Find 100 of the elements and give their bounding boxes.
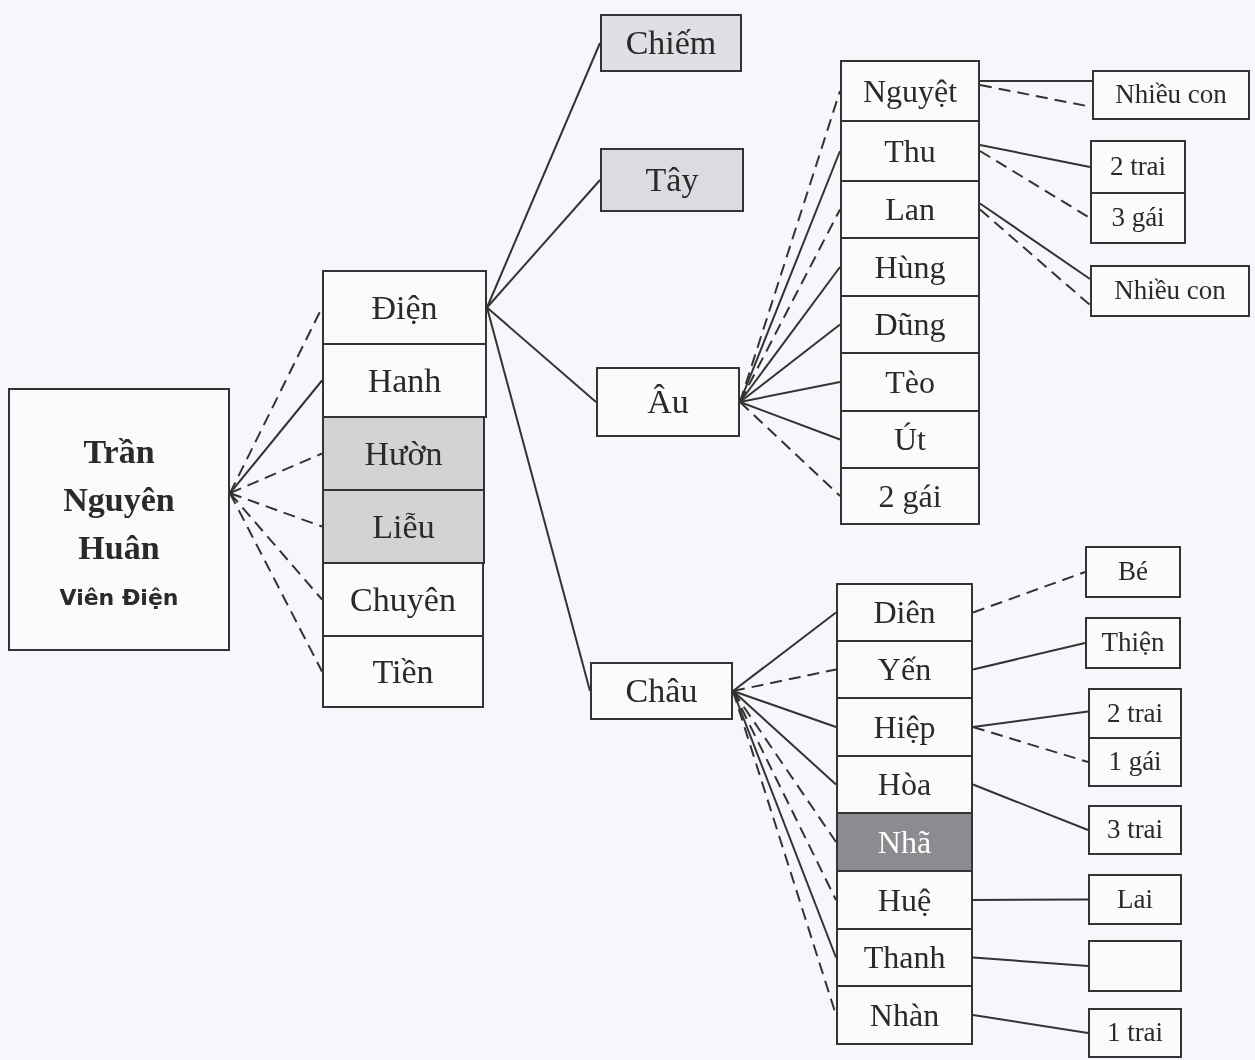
person-box — [1090, 192, 1186, 244]
person-box — [1085, 617, 1181, 669]
person-box — [836, 697, 973, 757]
person-name: Yến — [877, 651, 932, 688]
person-box — [840, 120, 980, 182]
person-box — [840, 295, 980, 354]
connector-line — [979, 208, 1091, 306]
person-name: 3 trai — [1106, 814, 1164, 846]
person-name: Chiếm — [625, 23, 717, 63]
person-name: Hiệp — [873, 708, 936, 746]
connector-line — [229, 492, 323, 601]
person-box — [836, 928, 973, 987]
person-name: Âu — [647, 382, 689, 422]
person-name: Nhiều con — [1115, 79, 1227, 111]
person-name: Trần Nguyên Huân — [62, 432, 176, 568]
connector-line — [979, 150, 1091, 219]
person-name: Chuyên — [350, 579, 456, 620]
person-name: 2 trai — [1106, 697, 1164, 729]
person-box — [322, 343, 487, 418]
connector-line — [972, 783, 1089, 831]
person-name: Tiền — [372, 651, 434, 692]
person-name: Hòa — [877, 766, 932, 803]
person-box — [600, 148, 744, 212]
person-name: 1 trai — [1106, 1017, 1164, 1049]
person-box — [322, 489, 485, 564]
person-box — [836, 640, 973, 699]
person-name: Nhã — [877, 823, 932, 861]
person-name: 2 gái — [878, 477, 942, 515]
person-box — [600, 14, 742, 72]
connector-line — [739, 401, 841, 497]
connector-line — [229, 379, 323, 495]
person-box — [1088, 688, 1182, 739]
person-name: Thu — [884, 132, 936, 170]
place-name: Viên Điện — [59, 585, 179, 611]
person-name: Liễu — [372, 506, 435, 547]
connector-line — [972, 956, 1089, 967]
person-name: Tây — [645, 160, 699, 200]
person-box — [840, 410, 980, 469]
connector-line — [732, 668, 837, 692]
person-box — [836, 985, 973, 1045]
person-box — [322, 562, 484, 637]
person-box — [840, 60, 980, 122]
connector-line — [732, 690, 837, 786]
person-name: Hùng — [874, 248, 946, 286]
connector-line — [739, 323, 841, 403]
connector-line — [979, 144, 1091, 168]
person-box — [836, 755, 973, 814]
person-box — [1090, 140, 1186, 194]
person-name: Nhàn — [869, 996, 940, 1034]
root-person-box — [8, 388, 230, 651]
connector-line — [229, 492, 323, 528]
connector-line — [972, 571, 1086, 614]
person-name: Dũng — [874, 306, 946, 343]
person-box — [836, 812, 973, 872]
person-name: Châu — [625, 671, 698, 711]
person-box — [840, 352, 980, 412]
person-name: Bé — [1118, 556, 1148, 588]
person-box — [1088, 805, 1182, 855]
person-box — [596, 367, 740, 437]
person-name: Lai — [1117, 883, 1153, 915]
person-name: 1 gái — [1108, 746, 1162, 778]
person-name: Diên — [873, 594, 936, 631]
connector-line — [739, 381, 841, 403]
person-name: Nguyệt — [862, 72, 958, 110]
connector-line — [732, 690, 837, 728]
empty-box — [1088, 940, 1182, 992]
connector-line — [972, 726, 1089, 763]
person-box — [1085, 546, 1181, 598]
person-name: Út — [894, 421, 926, 458]
person-box — [322, 416, 485, 491]
person-name: Thiện — [1101, 627, 1165, 659]
connector-line — [486, 306, 597, 403]
person-box — [1088, 1008, 1182, 1058]
person-name: 3 gái — [1111, 202, 1165, 234]
person-box — [836, 870, 973, 930]
person-name: Thanh — [863, 939, 946, 976]
connector-line — [979, 202, 1091, 280]
person-box — [322, 635, 484, 708]
connector-line — [732, 611, 837, 692]
person-name: Huệ — [877, 881, 932, 919]
connector-line — [486, 179, 601, 309]
person-box — [590, 662, 733, 720]
person-name: Hanh — [367, 360, 442, 401]
person-box — [322, 270, 487, 345]
connector-line — [739, 401, 841, 441]
person-box — [840, 180, 980, 239]
person-box — [1088, 737, 1182, 787]
connector-line — [972, 710, 1089, 728]
person-box — [1090, 265, 1250, 317]
person-name: Nhiều con — [1114, 275, 1226, 307]
connector-line — [229, 452, 323, 495]
person-box — [840, 237, 980, 297]
person-name: Hườn — [364, 433, 443, 474]
person-name: Lan — [885, 191, 935, 228]
person-box — [1092, 70, 1250, 120]
connector-line — [972, 1014, 1089, 1034]
person-box — [836, 583, 973, 642]
connector-line — [972, 642, 1086, 671]
connector-line — [979, 80, 1093, 82]
person-name: 2 trai — [1109, 151, 1167, 183]
